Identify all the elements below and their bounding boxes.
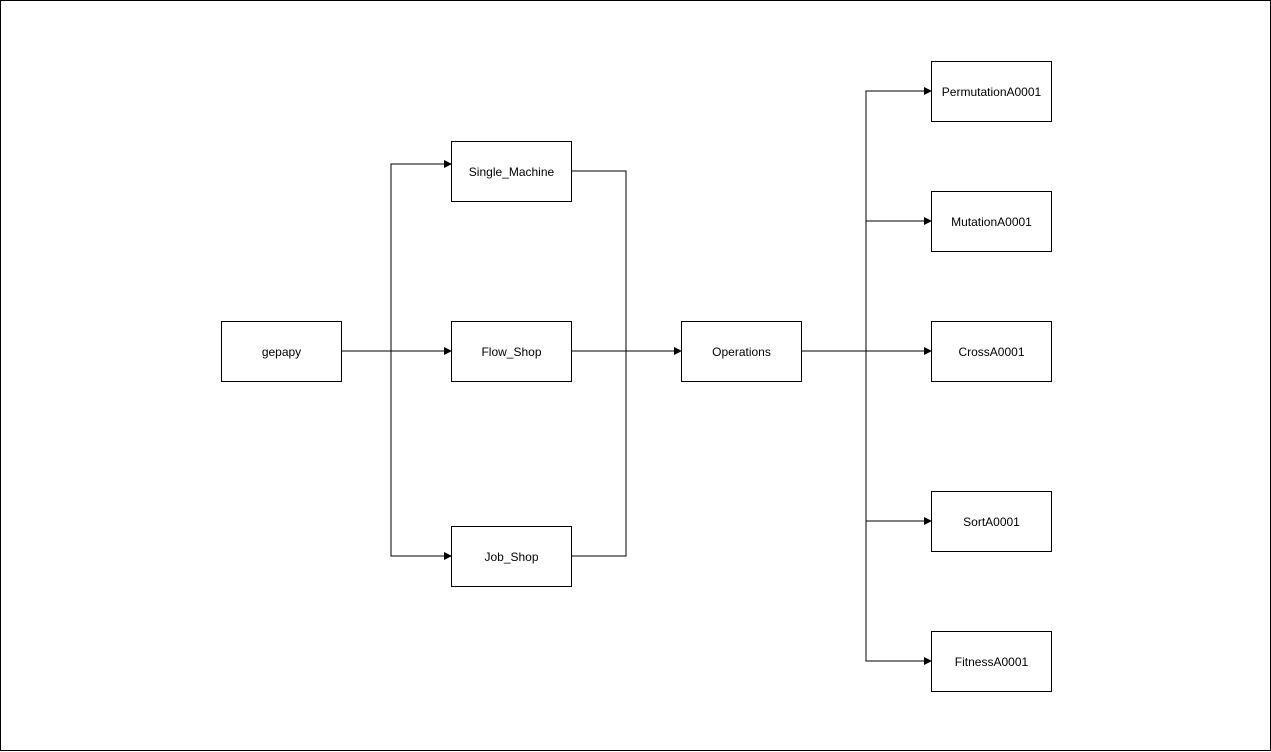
node-label: Flow_Shop: [481, 344, 542, 359]
connector-gepapy-to-single-machine: [390, 160, 452, 351]
connector-operations-to-fitness: [865, 351, 932, 665]
node-label: SortA0001: [963, 514, 1020, 529]
node-label: PermutationA0001: [941, 84, 1042, 99]
node-label: MutationA0001: [951, 214, 1032, 229]
node-operations[interactable]: Operations: [681, 321, 802, 382]
node-single-machine[interactable]: Single_Machine: [451, 141, 572, 202]
node-label: FitnessA0001: [954, 654, 1029, 669]
node-gepapy[interactable]: gepapy: [221, 321, 342, 382]
connector-operations-to-permutation: [865, 87, 932, 351]
node-label: Single_Machine: [468, 164, 555, 179]
connector-gepapy-to-job-shop: [390, 351, 452, 560]
node-label: Job_Shop: [484, 549, 539, 564]
node-label: Operations: [712, 344, 771, 359]
node-permutation[interactable]: PermutationA0001: [931, 61, 1052, 122]
connector-single-machine-to-operations: [571, 170, 627, 351]
node-label: gepapy: [261, 344, 302, 359]
node-job-shop[interactable]: Job_Shop: [451, 526, 572, 587]
node-label: CrossA0001: [958, 344, 1025, 359]
node-sort[interactable]: SortA0001: [931, 491, 1052, 552]
node-mutation[interactable]: MutationA0001: [931, 191, 1052, 252]
node-fitness[interactable]: FitnessA0001: [931, 631, 1052, 692]
node-cross[interactable]: CrossA0001: [931, 321, 1052, 382]
connector-job-shop-to-operations: [571, 351, 627, 557]
node-flow-shop[interactable]: Flow_Shop: [451, 321, 572, 382]
